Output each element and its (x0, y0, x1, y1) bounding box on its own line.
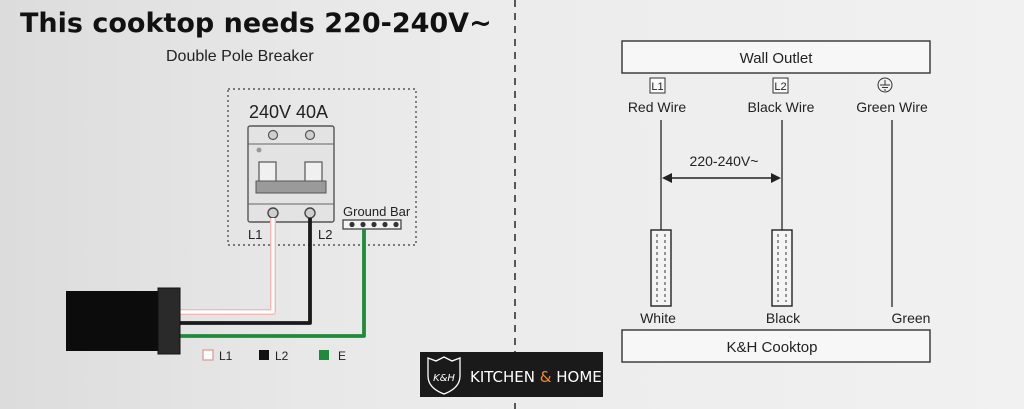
green-label: Green (892, 310, 931, 326)
terminal-l1-right: L1 (651, 81, 663, 93)
breaker-rating: 240V 40A (249, 102, 328, 122)
legend-label-e: E (338, 349, 346, 363)
headline: This cooktop needs 220-240V~ (20, 8, 492, 39)
voltage-arrow-icon (662, 173, 781, 183)
logo-brand: KITCHEN & HOME (470, 368, 602, 386)
legend-label-l1: L1 (219, 349, 233, 363)
cooktop-cable (66, 287, 181, 355)
ground-symbol-icon (877, 77, 893, 93)
breaker-handle-bar (255, 180, 327, 194)
terminal-l1-box (649, 77, 666, 94)
voltage-label: 220-240V~ (690, 153, 759, 169)
red-wire-label: Red Wire (628, 99, 687, 115)
double-pole-breaker (247, 125, 335, 223)
white-label: White (640, 310, 676, 326)
green-wire-label: Green Wire (856, 99, 928, 115)
legend-swatch-l1 (202, 349, 214, 361)
black-wire-label: Black Wire (748, 99, 815, 115)
white-wire-connector (650, 229, 672, 307)
terminal-l2-right: L2 (774, 81, 786, 93)
terminal-screw-icon (304, 207, 316, 219)
legend-label-l2: L2 (275, 349, 289, 363)
screw-icon (304, 129, 316, 141)
wire-l2 (178, 218, 312, 325)
breaker-toggle (304, 161, 323, 183)
breaker-toggle (258, 161, 277, 183)
shield-icon (427, 356, 461, 395)
cooktop-label: K&H Cooktop (727, 339, 818, 356)
screw-icon (267, 129, 279, 141)
terminal-l2-label: L2 (318, 227, 332, 242)
breaker-caption: Double Pole Breaker (166, 48, 314, 65)
ground-bar (342, 219, 402, 230)
legend-swatch-e (319, 350, 329, 360)
kitchen-and-home-logo: K&H KITCHEN & HOME (420, 352, 603, 397)
terminal-l2-box (772, 77, 789, 94)
black-wire-connector (771, 229, 793, 307)
black-label: Black (766, 310, 801, 326)
terminal-screw-icon (267, 207, 279, 219)
wire-legend: L1 L2 E (202, 349, 346, 363)
logo-monogram: K&H (433, 373, 455, 384)
ground-bar-label: Ground Bar (343, 204, 411, 219)
wire-l1 (178, 218, 276, 315)
wall-outlet-label: Wall Outlet (740, 50, 814, 67)
breaker-enclosure (227, 88, 417, 246)
wall-outlet-box (621, 40, 931, 74)
cooktop-box (621, 329, 931, 363)
terminal-l1-label: L1 (248, 227, 262, 242)
wire-earth (178, 229, 366, 338)
legend-swatch-l2 (259, 350, 269, 360)
